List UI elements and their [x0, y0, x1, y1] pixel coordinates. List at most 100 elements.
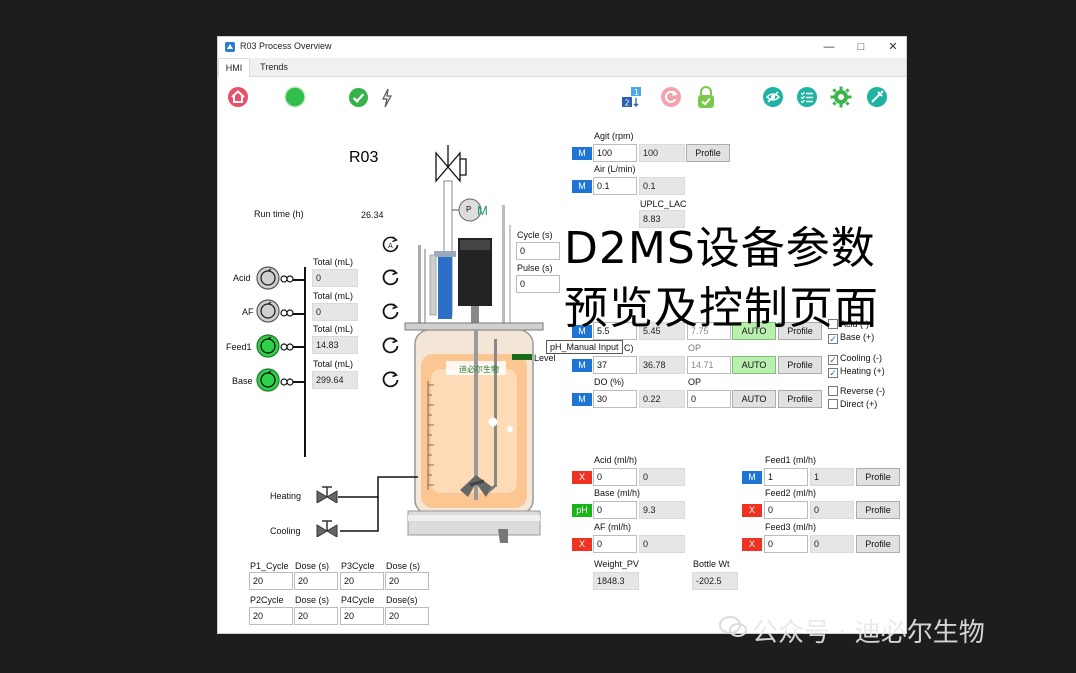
temp-pv-field: 36.78 — [639, 356, 685, 374]
feed1-total-label: Total (mL) — [313, 324, 354, 334]
ph-auto-button[interactable]: AUTO — [732, 322, 776, 340]
base-flow-sp-input[interactable]: 0 — [593, 501, 637, 519]
p1-dose-input[interactable]: 20 — [294, 572, 338, 590]
sort-icon[interactable]: 1 2 — [621, 86, 643, 108]
air-mode-button[interactable]: M — [572, 180, 592, 193]
base-flow-mode-button[interactable]: pH — [572, 504, 592, 517]
motor-label: M — [477, 203, 488, 218]
reverse-direction-checkbox[interactable]: Reverse (-) — [828, 386, 885, 396]
feed3-flow-profile-button[interactable]: Profile — [856, 535, 900, 553]
heating-valve-icon[interactable] — [315, 483, 341, 503]
direct-direction-checkbox[interactable]: Direct (+) — [828, 399, 877, 409]
svg-text:A: A — [388, 242, 393, 250]
reset-base-total-icon[interactable] — [382, 370, 400, 388]
lightning-icon[interactable] — [380, 88, 394, 108]
gear-icon[interactable] — [830, 86, 852, 108]
maximize-button[interactable]: □ — [857, 41, 865, 53]
heating-direction-checkbox[interactable]: ✓Heating (+) — [828, 366, 885, 378]
agit-profile-button[interactable]: Profile — [686, 144, 730, 162]
eye-off-icon[interactable] — [762, 86, 784, 108]
close-button[interactable]: ✕ — [888, 41, 898, 53]
agit-mode-button[interactable]: M — [572, 147, 592, 160]
reset-af-total-icon[interactable] — [382, 302, 400, 320]
p4-dose-input[interactable]: 20 — [385, 607, 429, 625]
tab-hmi[interactable]: HMI — [218, 58, 250, 77]
do-op-field[interactable]: 0 — [687, 390, 731, 408]
af-pump-icon[interactable] — [256, 299, 280, 323]
do-sp-input[interactable]: 30 — [593, 390, 637, 408]
cooling-valve-icon[interactable] — [315, 517, 341, 537]
feed2-flow-profile-button[interactable]: Profile — [856, 501, 900, 519]
feed1-flow-sp-input[interactable]: 1 — [764, 468, 808, 486]
acid-flow-label: Acid (ml/h) — [594, 455, 638, 465]
bottle-wt-field: -202.5 — [692, 572, 738, 590]
p3-cycle-input[interactable]: 20 — [340, 572, 384, 590]
base-total-label: Total (mL) — [313, 359, 354, 369]
feed1-pump-icon[interactable] — [256, 334, 280, 358]
tab-trends[interactable]: Trends — [260, 62, 288, 72]
p4-cycle-input[interactable]: 20 — [340, 607, 384, 625]
air-sp-input[interactable]: 0.1 — [593, 177, 637, 195]
feed1-flow-mode-button[interactable]: M — [742, 471, 762, 484]
temp-profile-button[interactable]: Profile — [778, 356, 822, 374]
do-pv-field: 0.22 — [639, 390, 685, 408]
base-pump-label: Base — [232, 376, 253, 386]
acid-flow-sp-input[interactable]: 0 — [593, 468, 637, 486]
heating-direction-label: Heating (+) — [840, 366, 885, 376]
acid-pump-icon[interactable] — [256, 266, 280, 290]
app-icon — [225, 42, 235, 52]
temp-mode-button[interactable]: M — [572, 359, 592, 372]
af-total-label: Total (mL) — [313, 291, 354, 301]
cycle-label: Cycle (s) — [517, 230, 553, 240]
base-pump-connector — [280, 378, 294, 386]
do-auto-button[interactable]: AUTO — [732, 390, 776, 408]
status-dot-icon[interactable] — [284, 86, 306, 108]
p2-cycle-input[interactable]: 20 — [249, 607, 293, 625]
do-op-label: OP — [688, 377, 702, 387]
home-icon[interactable] — [227, 86, 249, 108]
run-time-label: Run time (h) — [254, 209, 304, 219]
base-direction-checkbox[interactable]: ✓Base (+) — [828, 332, 874, 344]
reset-feed1-total-icon[interactable] — [382, 336, 400, 354]
reset-acid-total-icon[interactable] — [382, 268, 400, 286]
ph-sp-input[interactable]: 5.5 — [593, 322, 637, 340]
base-pump-icon[interactable] — [256, 368, 280, 392]
check-circle-icon[interactable] — [348, 87, 369, 108]
pulse-input[interactable]: 0 — [516, 275, 560, 293]
lock-icon[interactable] — [696, 85, 716, 109]
do-mode-button[interactable]: M — [572, 393, 592, 406]
bioreactor-schematic — [404, 145, 544, 543]
checklist-icon[interactable] — [796, 86, 818, 108]
feed2-flow-mode-button[interactable]: X — [742, 504, 762, 517]
af-flow-sp-input[interactable]: 0 — [593, 535, 637, 553]
feed2-flow-pv-field: 0 — [810, 501, 854, 519]
p2-dose-input[interactable]: 20 — [294, 607, 338, 625]
af-flow-mode-button[interactable]: X — [572, 538, 592, 551]
cooling-direction-checkbox[interactable]: ✓Cooling (-) — [828, 353, 882, 365]
acid-flow-pv-field: 0 — [639, 468, 685, 486]
p2-cycle-label: P2Cycle — [250, 595, 284, 605]
minimize-button[interactable]: — — [823, 41, 835, 53]
feed3-flow-mode-button[interactable]: X — [742, 538, 762, 551]
acid-direction-checkbox[interactable]: Acid (-) — [828, 319, 869, 329]
agit-sp-input[interactable]: 100 — [593, 144, 637, 162]
do-profile-button[interactable]: Profile — [778, 390, 822, 408]
p1-cycle-input[interactable]: 20 — [249, 572, 293, 590]
base-direction-box: ✓ — [828, 334, 838, 344]
reset-all-totals-icon[interactable]: A — [382, 235, 400, 253]
temp-auto-button[interactable]: AUTO — [732, 356, 776, 374]
ph-profile-button[interactable]: Profile — [778, 322, 822, 340]
weight-pv-label: Weight_PV — [594, 559, 639, 569]
p3-dose-input[interactable]: 20 — [385, 572, 429, 590]
temp-sp-input[interactable]: 37 — [593, 356, 637, 374]
cycle-input[interactable]: 0 — [516, 242, 560, 260]
watermark-text: 公众号 · 迪必尔生物 — [752, 618, 985, 648]
reset-icon[interactable] — [660, 86, 682, 108]
feed3-flow-sp-input[interactable]: 0 — [764, 535, 808, 553]
cooling-direction-box: ✓ — [828, 355, 838, 365]
feed1-flow-profile-button[interactable]: Profile — [856, 468, 900, 486]
acid-flow-mode-button[interactable]: X — [572, 471, 592, 484]
ph-mode-button[interactable]: M — [572, 325, 592, 338]
syringe-icon[interactable] — [866, 86, 888, 108]
feed2-flow-sp-input[interactable]: 0 — [764, 501, 808, 519]
